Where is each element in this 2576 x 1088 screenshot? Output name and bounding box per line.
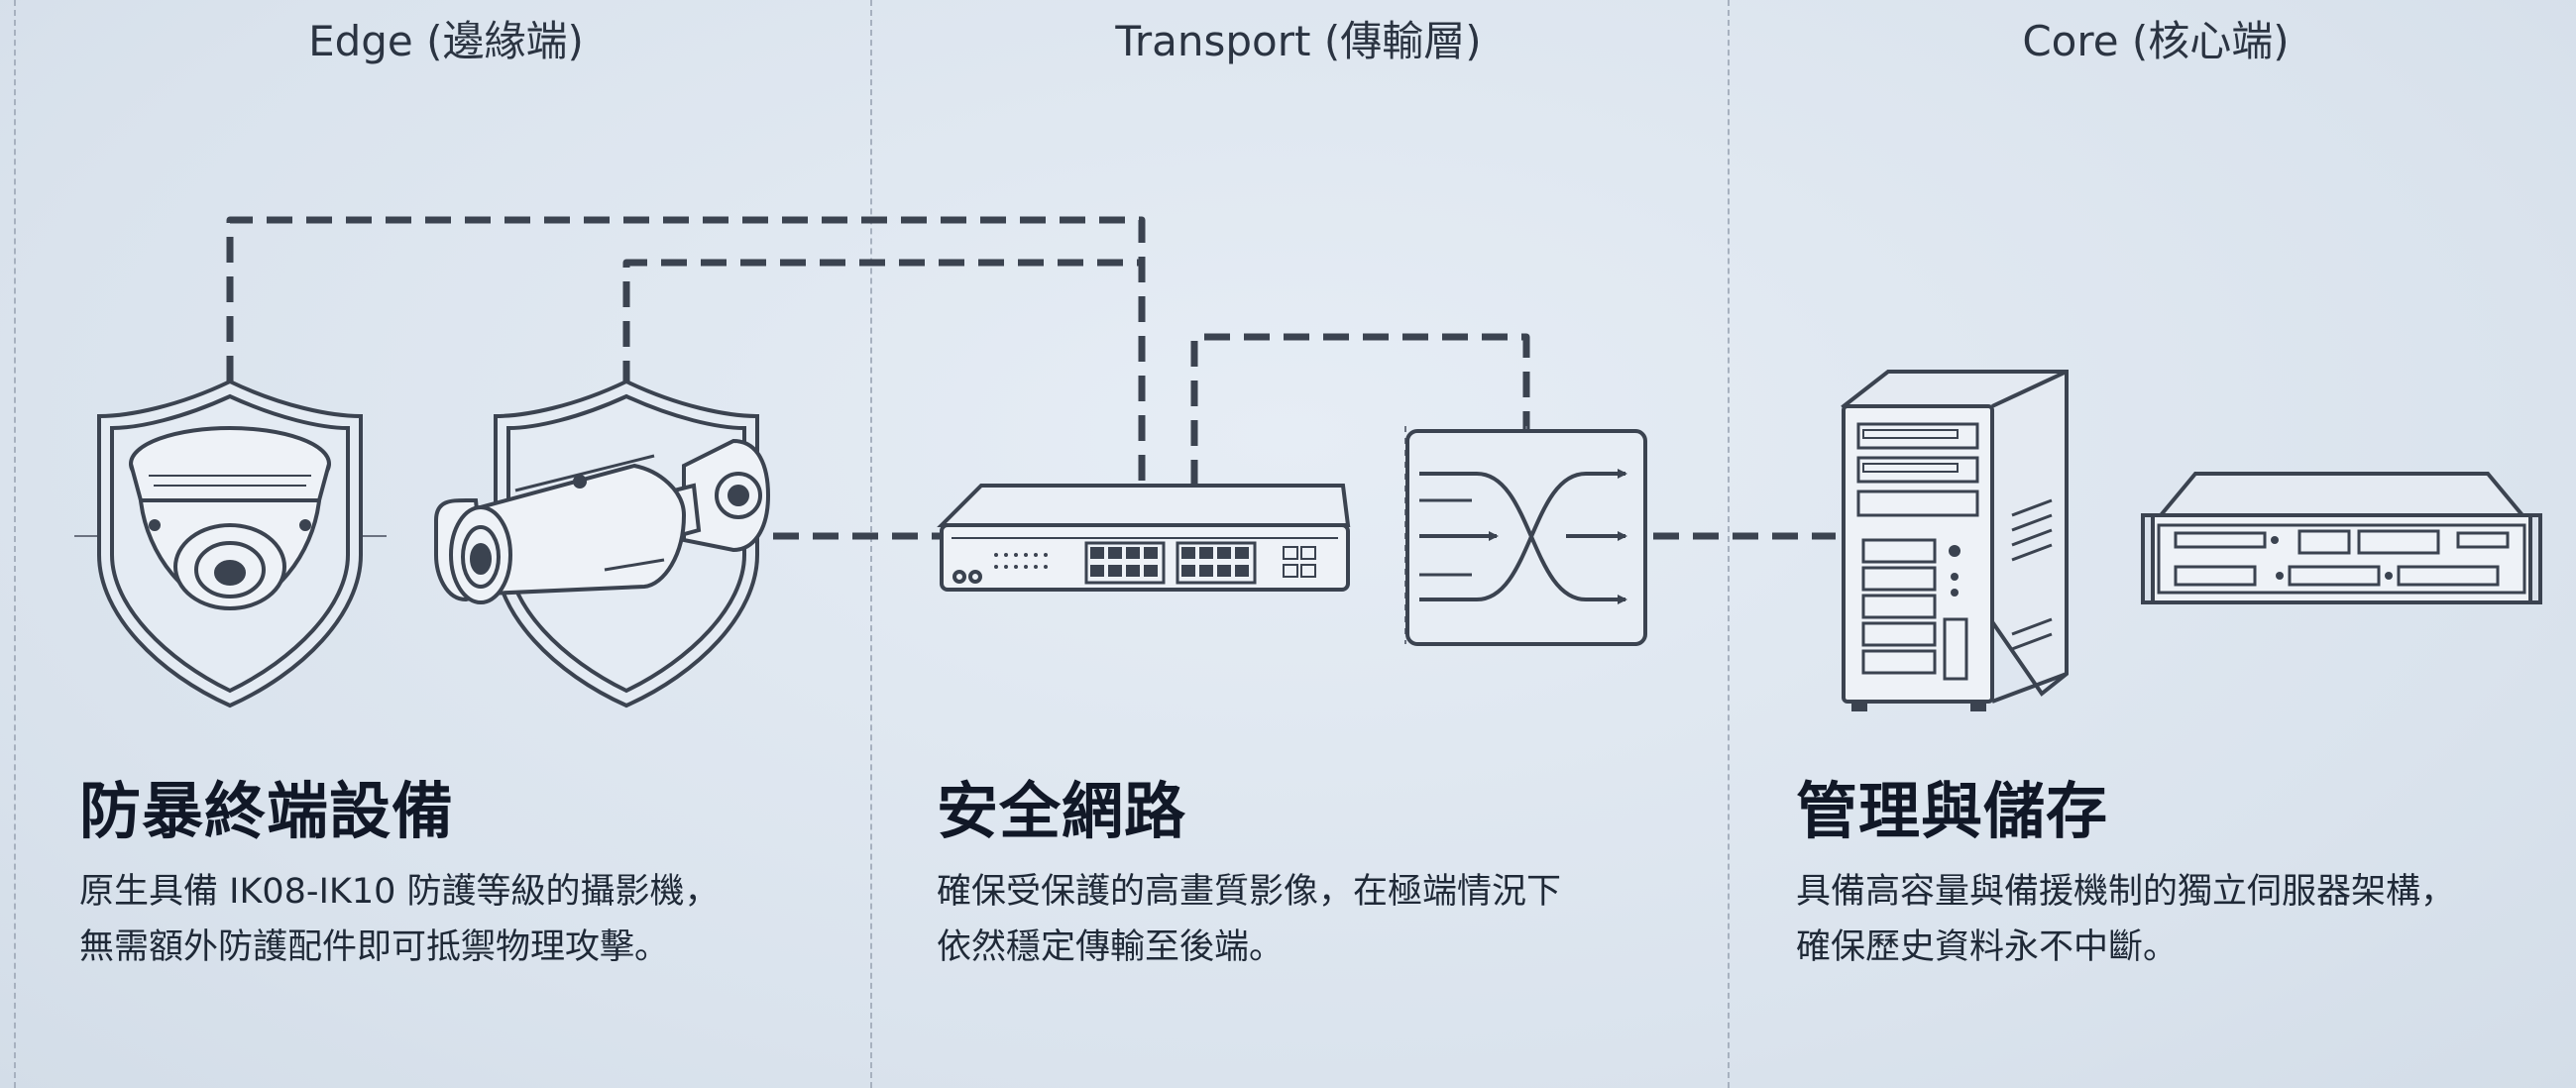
transport-section-title: 安全網路 xyxy=(937,775,1187,847)
link-switch-to-router xyxy=(1190,333,1530,486)
column-divider-left xyxy=(14,0,16,1088)
bullet-camera-icon xyxy=(434,438,771,604)
rack-server-icon xyxy=(2141,472,2542,604)
network-switch-icon xyxy=(937,484,1351,592)
connection-lines xyxy=(226,216,1836,540)
description-line: 無需額外防護配件即可抵禦物理攻擊。 xyxy=(79,927,670,967)
link-dome-camera-to-switch xyxy=(226,216,1146,486)
transport-section-description: 確保受保護的高畫質影像，在極端情況下 依然穩定傳輸至後端。 xyxy=(937,864,1561,975)
edge-column-header: Edge (邊緣端) xyxy=(308,17,584,65)
description-line: 依然穩定傳輸至後端。 xyxy=(937,927,1285,967)
core-section-description: 具備高容量與備援機制的獨立伺服器架構， 確保歷史資料永不中斷。 xyxy=(1796,864,2455,975)
core-column-header: Core (核心端) xyxy=(2022,17,2290,65)
edge-section-title: 防暴終端設備 xyxy=(79,775,455,847)
description-line: 確保受保護的高畫質影像，在極端情況下 xyxy=(937,872,1562,912)
tower-server-icon xyxy=(1841,370,2069,711)
column-divider-2 xyxy=(1728,0,1730,1088)
description-line: 具備高容量與備援機制的獨立伺服器架構， xyxy=(1796,872,2456,912)
description-line: 確保歷史資料永不中斷。 xyxy=(1796,927,2179,967)
description-line: 原生具備 IK08-IK10 防護等級的攝影機， xyxy=(79,872,720,912)
edge-section-description: 原生具備 IK08-IK10 防護等級的攝影機， 無需額外防護配件即可抵禦物理攻… xyxy=(79,864,720,975)
link-bullet-camera-to-switch xyxy=(622,259,1142,426)
dome-camera-icon xyxy=(129,426,331,610)
router-crossover-icon xyxy=(1405,429,1647,646)
column-divider-1 xyxy=(870,0,872,1088)
core-section-title: 管理與儲存 xyxy=(1796,775,2109,847)
transport-column-header: Transport (傳輸層) xyxy=(1115,17,1482,65)
